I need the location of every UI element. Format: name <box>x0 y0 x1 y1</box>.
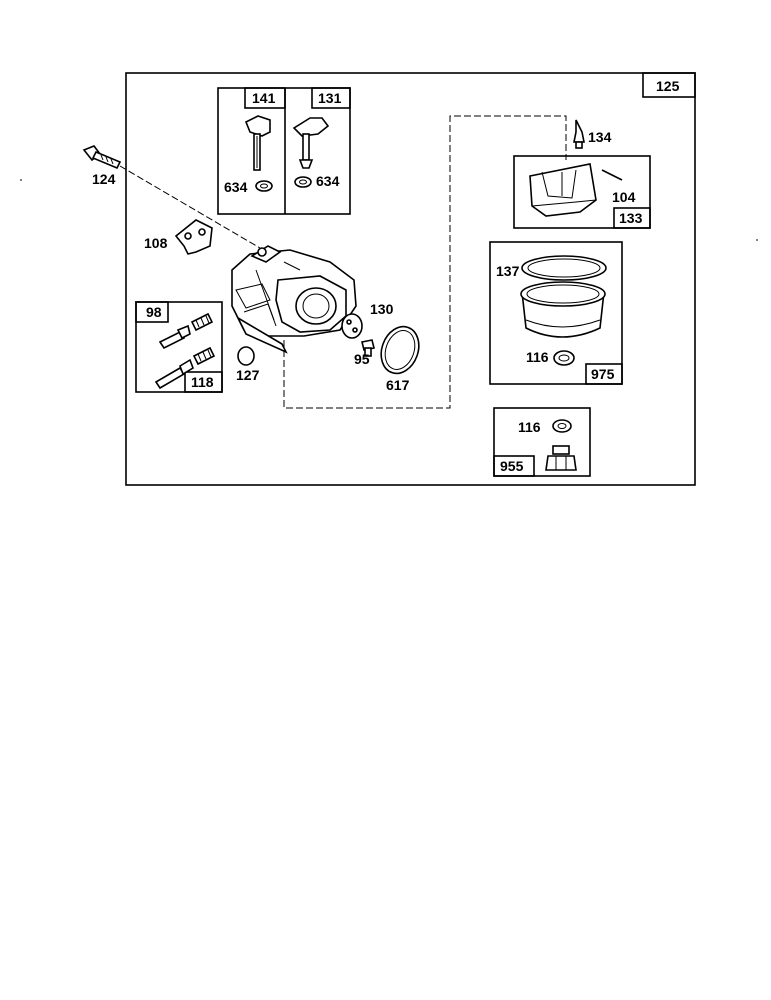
assembly-connection-line <box>283 115 567 409</box>
seat-634-right-icon <box>294 176 312 188</box>
needle-134-icon <box>573 119 585 149</box>
part-116-bowl-label: 116 <box>526 349 549 365</box>
kit-133-label: 133 <box>619 210 643 226</box>
jet-130-icon <box>341 313 363 339</box>
float-bowl-box: 133 104 <box>513 155 651 229</box>
assembly-label-box <box>642 72 696 98</box>
plug-127-icon <box>237 346 255 366</box>
needle-valve-131-icon <box>292 117 330 169</box>
carburetor-body-icon <box>231 245 357 354</box>
idle-screw-icon <box>158 312 214 350</box>
washer-116-nut-icon <box>552 419 572 433</box>
part-634-left-label: 634 <box>224 179 248 195</box>
part-127-label: 127 <box>236 367 260 383</box>
bolt-124-icon <box>82 145 122 170</box>
bowl-nut-icon <box>545 445 577 471</box>
part-634-right-label: 634 <box>316 173 340 189</box>
washer-116-bowl-icon <box>553 350 575 366</box>
part-124-label: 124 <box>92 171 116 187</box>
part-116-nut-label: 116 <box>518 419 541 435</box>
part-95-label: 95 <box>354 351 370 367</box>
part-134-label: 134 <box>588 129 612 145</box>
float-133-icon <box>529 163 597 217</box>
assembly-label: 125 <box>656 78 680 94</box>
part-104-label: 104 <box>612 189 636 205</box>
kit-975-label: 975 <box>591 366 615 382</box>
o-ring-617-icon <box>380 325 420 375</box>
part-617-label: 617 <box>386 377 410 393</box>
bolt-alignment-line <box>119 165 261 249</box>
seat-634-left-icon <box>255 180 273 192</box>
bowl-box: 975 <box>489 241 623 385</box>
pin-104-icon <box>601 169 623 181</box>
part-137-label: 137 <box>496 263 520 279</box>
kit-131-label: 131 <box>318 90 342 106</box>
diagram-frame <box>125 72 696 486</box>
bowl-137-icon <box>520 255 607 338</box>
mixture-screw-icon <box>154 346 216 390</box>
part-108-label: 108 <box>144 235 168 251</box>
float-needle-kits-box: 141 131 634 634 <box>217 87 351 215</box>
kit-118-label: 118 <box>191 374 214 390</box>
needle-valve-141-icon <box>244 115 271 171</box>
screw-kit-box: 98 118 <box>135 301 223 393</box>
screw-95-icon <box>361 339 375 357</box>
part-130-label: 130 <box>370 301 394 317</box>
gasket-108-icon <box>174 219 213 255</box>
kit-98-label: 98 <box>146 304 162 320</box>
kit-955-label: 955 <box>500 458 524 474</box>
nut-kit-box: 955 <box>493 407 591 477</box>
kit-141-label: 141 <box>252 90 276 106</box>
